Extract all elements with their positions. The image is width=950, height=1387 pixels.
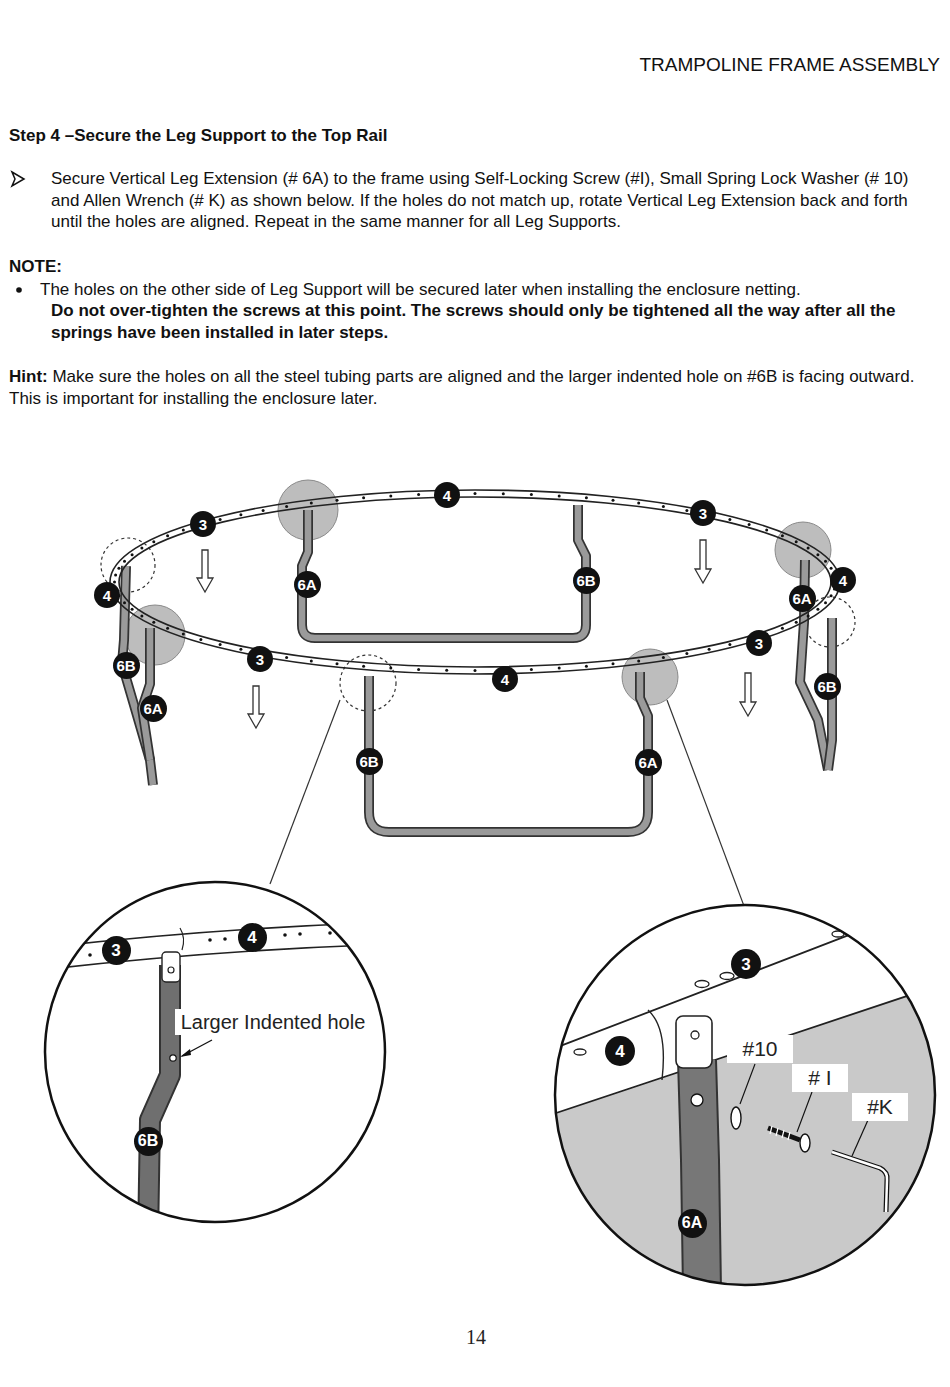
callout-number: 4 [492,666,518,692]
callout-number: 3 [746,630,772,656]
callout-number: 4 [605,1036,635,1066]
dashed-joint-circle [101,538,855,711]
callout-number: 6A [678,1209,707,1238]
hint-heading: Hint: [9,367,48,386]
dot-bullet [16,287,22,293]
rail-holes [113,492,837,672]
down-arrow [197,540,756,728]
callout-number: 6B [356,748,383,775]
arrow-bullet [12,172,24,186]
hint-text: Make sure the holes on all the steel tub… [9,367,914,408]
detail-right [550,900,940,1290]
instruction-text: Secure Vertical Leg Extension (# 6A) to … [51,168,931,233]
callout-number: 3 [247,646,273,672]
callout-number: 3 [731,949,761,979]
leader-line [270,700,340,884]
callout-number: 4 [238,923,267,952]
instruction-text: The holes on the other side of Leg Suppo… [40,279,940,301]
callout-number: 6B [814,673,841,700]
bold-note: Do not over-tighten the screws at this p… [51,300,941,343]
bold-note: NOTE: [9,256,209,278]
callout-number: 6A [635,749,662,776]
detail-left [40,880,400,1240]
callout-number: 4 [434,482,460,508]
part-label: # I [792,1064,848,1091]
callout-number: 6A [140,695,167,722]
page-number: 14 [446,1325,506,1349]
callout-number: 6A [294,571,321,598]
callout-number: 3 [190,511,216,537]
part-label: #10 [727,1035,793,1062]
callout-number: 6A [789,585,816,612]
leader-line [740,1064,868,1156]
top-rail [110,490,840,674]
detail-circle [555,905,935,1285]
hint-paragraph: Hint: Make sure the holes on all the ste… [9,366,939,409]
part-label: #K [852,1093,908,1120]
callout-number: 4 [94,582,120,608]
part-label: Larger Indented hole [175,1009,371,1035]
callout-number: 4 [830,567,856,593]
callout-number: 3 [690,500,716,526]
leg-supports [122,505,832,832]
callout-number: 6B [113,652,140,679]
callout-number: 6B [573,567,600,594]
running-header: TRAMPOLINE FRAME ASSEMBLY [639,54,940,76]
leader-arrowhead [180,1049,191,1057]
step-heading: Step 4 –Secure the Leg Support to the To… [9,125,387,147]
callout-number: 3 [102,936,131,965]
detail-circle [45,882,385,1222]
callout-number: 6B [134,1127,163,1156]
leader-line [667,700,744,906]
